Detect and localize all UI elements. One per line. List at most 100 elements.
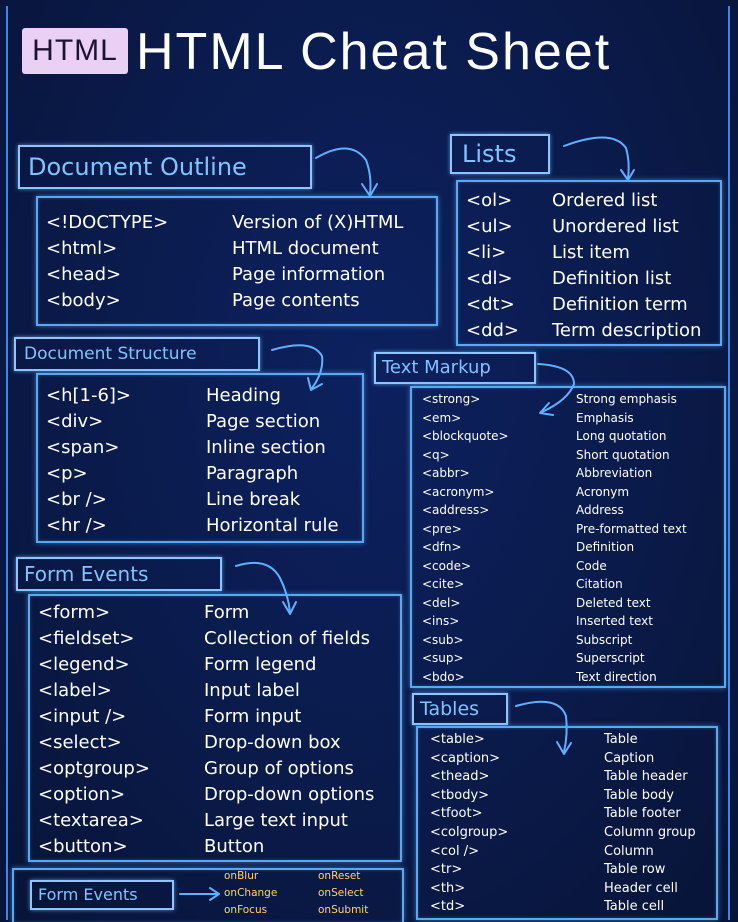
form-elements-box: <form> Form <fieldset> Collection of field…	[28, 594, 402, 862]
event-name: onChange	[224, 887, 278, 899]
tag-description: Collection of fields	[204, 628, 371, 649]
tag-description: Ordered list	[552, 190, 658, 211]
tag-description: Address	[576, 503, 624, 517]
tag-description: Unordered list	[552, 216, 679, 237]
tag-name: <q>	[422, 447, 450, 462]
document-outline-heading: Document Outline	[18, 145, 312, 189]
tag-name: <input />	[38, 706, 127, 727]
tag-name: <acronym>	[422, 484, 495, 499]
tag-description: Version of (X)HTML	[232, 212, 404, 233]
tag-description: Large text input	[204, 810, 348, 831]
table-row: <body> Page contents	[38, 290, 436, 316]
tag-name: <form>	[38, 602, 111, 623]
tables-heading: Tables	[412, 693, 508, 725]
tag-name: <ins>	[422, 614, 460, 628]
tag-name: <em>	[422, 410, 462, 425]
html-badge: HTML	[22, 28, 128, 74]
event-name: onReset	[318, 870, 361, 882]
tag-description: Caption	[604, 750, 655, 766]
tag-description: Table body	[604, 787, 674, 803]
tag-name: <cite>	[422, 577, 465, 591]
tag-description: Citation	[576, 577, 623, 591]
tag-name: <h[1-6]>	[46, 385, 132, 406]
tag-name: <body>	[46, 290, 121, 311]
tag-description: Page information	[232, 264, 386, 285]
tag-description: Text direction	[576, 669, 657, 684]
tag-description: Table footer	[604, 806, 681, 822]
tag-name: <dd>	[466, 320, 520, 341]
tag-description: Definition list	[552, 268, 672, 289]
tables-box: <table> Table <caption> Caption <thead> Tab…	[416, 726, 718, 920]
tag-name: <dfn>	[422, 540, 462, 554]
tag-description: Column	[604, 843, 654, 859]
tag-description: Group of options	[204, 758, 354, 779]
tag-name: <table>	[430, 732, 485, 747]
tag-description: Line break	[206, 489, 301, 510]
tag-description: List item	[552, 242, 630, 263]
event-name: onBlur	[224, 870, 259, 882]
tag-description: Drop-down box	[204, 732, 341, 753]
tag-name: <col />	[430, 843, 480, 859]
tag-description: Strong emphasis	[576, 392, 677, 406]
document-structure-heading: Document Structure	[14, 337, 260, 371]
tag-name: <thead>	[430, 769, 490, 785]
tag-name: <div>	[46, 411, 104, 432]
tag-description: Table row	[604, 862, 666, 878]
tag-name: <ol>	[466, 190, 513, 211]
page-frame	[6, 6, 730, 920]
tag-description: Deleted text	[576, 595, 651, 610]
page-title: HTML Cheat Sheet	[136, 23, 612, 81]
tag-name: <hr />	[46, 515, 107, 536]
lists-box: <ol> Ordered list <ul> Unordered list <l…	[456, 180, 722, 346]
tag-name: <pre>	[422, 521, 462, 536]
tag-description: Paragraph	[206, 463, 299, 484]
tag-name: <ul>	[466, 216, 513, 237]
tag-description: Table cell	[604, 899, 665, 915]
tag-name: <strong>	[422, 392, 481, 406]
tag-name: <colgroup>	[430, 825, 509, 840]
tag-name: <span>	[46, 437, 120, 458]
form-events-box	[12, 868, 404, 922]
tag-name: <fieldset>	[38, 628, 135, 649]
tag-name: <li>	[466, 242, 507, 263]
tag-description: Form	[204, 602, 250, 623]
tag-name: <td>	[430, 899, 466, 915]
tag-name: <select>	[38, 732, 122, 753]
tag-description: Inline section	[206, 437, 326, 458]
tag-name: <tfoot>	[430, 806, 483, 822]
tag-description: Code	[576, 558, 607, 573]
tag-name: <caption>	[430, 750, 501, 766]
tag-description: Subscript	[576, 632, 633, 647]
event-name: onSelect	[318, 887, 364, 899]
text-markup-heading: Text Markup	[374, 352, 536, 384]
tag-description: Table header	[604, 769, 688, 785]
tag-name: <th>	[430, 880, 466, 896]
tag-description: Short quotation	[576, 447, 670, 462]
tag-description: Pre-formatted text	[576, 521, 687, 536]
tag-description: Definition	[576, 540, 635, 554]
tag-name: <blockquote>	[422, 429, 509, 443]
table-row: <html> HTML document	[38, 238, 436, 264]
tag-name: <head>	[46, 264, 122, 285]
lists-heading: Lists	[450, 134, 550, 174]
tag-description: Drop-down options	[204, 784, 375, 805]
tag-description: Heading	[206, 385, 281, 406]
tag-name: <br />	[46, 489, 107, 510]
tag-name: <address>	[422, 503, 490, 517]
tag-name: <textarea>	[38, 810, 144, 831]
document-outline-box: <!DOCTYPE> Version of (X)HTML <html> HTM…	[36, 196, 438, 326]
tag-name: <tr>	[430, 862, 463, 878]
tag-name: <html>	[46, 238, 118, 259]
tag-description: Table	[604, 732, 638, 747]
tag-description: Page contents	[232, 290, 360, 311]
tag-description: Definition term	[552, 294, 688, 315]
tag-name: <option>	[38, 784, 126, 805]
event-name: onFocus	[224, 904, 268, 916]
tag-description: Long quotation	[576, 429, 667, 443]
tag-name: <del>	[422, 595, 461, 610]
table-row: <head> Page information	[38, 264, 436, 290]
tag-description: HTML document	[232, 238, 379, 259]
tag-name: <!DOCTYPE>	[46, 212, 169, 233]
form-elements-heading: Form Events	[16, 557, 222, 591]
